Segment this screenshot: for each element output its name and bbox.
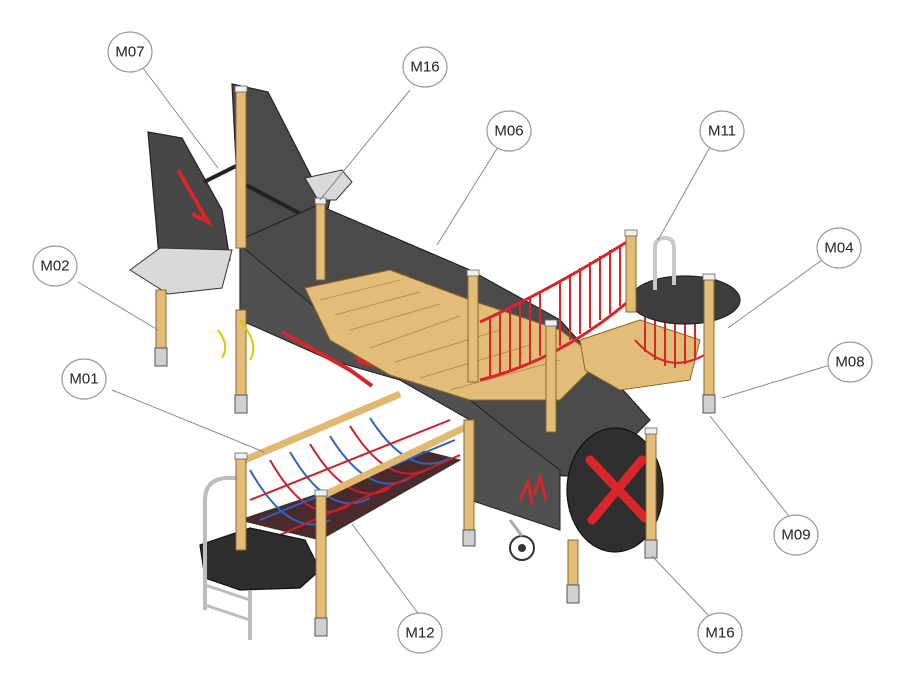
callout-m08-label: M08 [835,354,864,371]
tail-fin-left-stripe [176,169,214,227]
callout-m16-bottom-label: M16 [705,625,734,642]
callout-m06-label: M06 [494,123,523,140]
hanging-rope [217,319,255,361]
callout-m04: M04 [816,227,862,269]
leader-lines [77,67,831,618]
callout-m07: M07 [107,31,153,73]
callout-m04-label: M04 [824,240,853,257]
deck-floor [304,269,601,401]
rope-bridge-right [579,319,701,391]
platform-front-left [199,527,321,591]
tail-stabilizer-right [304,169,353,201]
callout-m09: M09 [773,514,819,556]
callout-m12: M12 [397,612,443,654]
callout-m12-label: M12 [405,625,434,642]
wing-engine-right [629,275,741,325]
callout-m16-bottom: M16 [697,612,743,654]
propeller-x [585,455,650,525]
cockpit-stripe [281,330,374,388]
callout-m01-label: M01 [69,371,98,388]
callout-m09-label: M09 [781,527,810,544]
callout-m16-top: M16 [402,46,448,88]
tail-fin-left [147,131,231,269]
callout-m16-top-label: M16 [410,59,439,76]
callout-m02-label: M02 [40,258,69,275]
tail-stabilizer-left [129,247,233,295]
callout-m08: M08 [827,341,873,383]
grab-handle-m11 [653,235,676,290]
railing-red [479,238,631,382]
callout-m06: M06 [486,110,532,152]
handrail-front-left [203,476,240,610]
airplane-structure [129,83,741,640]
callout-m02: M02 [32,245,78,287]
callout-m11: M11 [699,110,745,152]
callout-m07-label: M07 [115,44,144,61]
callout-m01: M01 [61,358,107,400]
callout-m11-label: M11 [708,123,736,140]
climbing-net [249,417,461,536]
